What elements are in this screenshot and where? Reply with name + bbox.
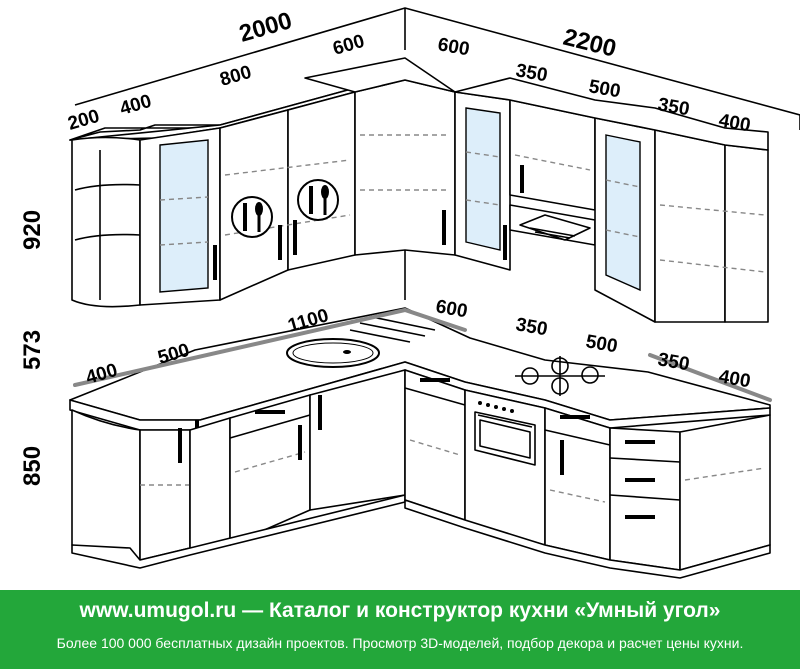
handle bbox=[293, 220, 297, 255]
dim-base-right-3: 500 bbox=[584, 331, 619, 357]
handle bbox=[298, 425, 302, 460]
cutlery-icon bbox=[297, 179, 339, 221]
dim-height-gap: 573 bbox=[19, 330, 46, 370]
promo-banner: www.umugol.ru — Каталог и конструктор ку… bbox=[0, 590, 800, 669]
stove bbox=[464, 389, 546, 546]
dim-height-base: 850 bbox=[19, 446, 46, 486]
handle bbox=[560, 440, 564, 475]
countertop-guides bbox=[73, 307, 772, 402]
cooktop bbox=[515, 356, 605, 396]
handle bbox=[278, 225, 282, 260]
wall-guides bbox=[74, 7, 800, 300]
kitchen-drawing: 2000 2200 600 600 200 400 800 350 500 35… bbox=[19, 7, 800, 579]
handle bbox=[213, 245, 217, 280]
dim-upper-left-2: 400 bbox=[118, 91, 154, 120]
handle bbox=[625, 440, 655, 444]
upper-glass-door-right-2 bbox=[605, 134, 641, 292]
site-link[interactable]: www.umugol.ru bbox=[79, 599, 237, 622]
handle bbox=[625, 478, 655, 482]
handle bbox=[420, 378, 450, 382]
dim-height-upper: 920 bbox=[19, 210, 46, 250]
corner-open-shelf bbox=[71, 136, 141, 308]
banner-subline: Более 100 000 бесплатных дизайн проектов… bbox=[56, 635, 744, 651]
handle bbox=[520, 165, 524, 193]
dim-corner-top-right: 600 bbox=[436, 34, 471, 60]
handle bbox=[178, 428, 182, 463]
base-cabinets-right bbox=[404, 369, 771, 579]
handle bbox=[255, 410, 285, 414]
upper-corner-cabinet bbox=[304, 57, 456, 256]
upper-glass-door-right bbox=[465, 107, 501, 251]
base-cabinets-left bbox=[71, 369, 406, 569]
upper-right-cabinets bbox=[454, 77, 769, 323]
handle bbox=[625, 515, 655, 519]
handle bbox=[560, 415, 590, 419]
upper-glass-door-left bbox=[159, 139, 209, 293]
banner-separator: — bbox=[242, 599, 264, 622]
dim-wall-left: 2000 bbox=[236, 7, 295, 48]
dim-upper-left-3: 800 bbox=[218, 62, 254, 91]
dim-base-right-2: 350 bbox=[514, 314, 549, 340]
dim-base-right-5: 400 bbox=[717, 366, 752, 392]
dim-wall-right: 2200 bbox=[561, 24, 619, 63]
range-hood bbox=[509, 204, 596, 246]
sink bbox=[286, 316, 436, 368]
dim-base-right-1: 600 bbox=[434, 296, 469, 322]
banner-title: Каталог и конструктор кухни «Умный угол» bbox=[268, 599, 721, 622]
dim-corner-top-left: 600 bbox=[331, 31, 367, 60]
dim-base-right-4: 350 bbox=[656, 349, 691, 375]
handle bbox=[318, 395, 322, 430]
cutlery-icon bbox=[231, 196, 273, 238]
handle bbox=[503, 225, 507, 260]
banner-headline: www.umugol.ru — Каталог и конструктор ку… bbox=[0, 599, 800, 623]
handle bbox=[442, 210, 446, 245]
